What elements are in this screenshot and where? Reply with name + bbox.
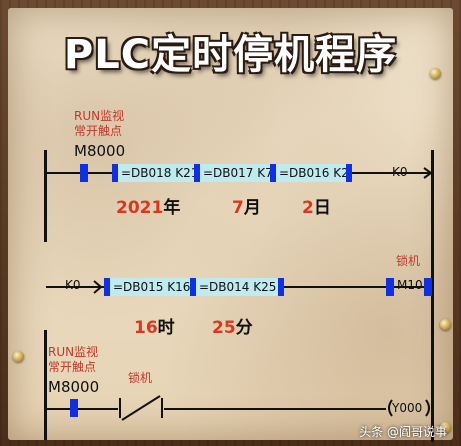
coil-marker: [424, 278, 432, 296]
pin-icon: [430, 68, 441, 79]
time-hour: 16时: [134, 318, 175, 338]
date-year: 2021年: [116, 198, 181, 218]
left-power-rail: [44, 150, 47, 242]
normally-open-contact: [70, 399, 78, 417]
left-power-rail: [44, 330, 47, 440]
contact-description: RUN监视: [74, 109, 125, 123]
output-label: Y000: [392, 401, 423, 415]
arrow-head-icon: [93, 280, 103, 294]
contact-description: 常开触点: [48, 360, 97, 374]
arrow-head-icon: [423, 167, 433, 179]
pin-icon: [13, 351, 24, 362]
coil-address: M10: [397, 278, 423, 292]
date-day: 2日: [302, 198, 331, 218]
nc-contact-description: 锁机: [128, 371, 153, 385]
rung-wire: [164, 408, 386, 410]
date-month: 7月: [232, 198, 261, 218]
pin-icon: [440, 319, 451, 330]
time-minute: 25分: [212, 318, 253, 338]
compare-block: =DB018 K21: [112, 164, 202, 182]
watermark: 头条 @阎哥说事: [359, 425, 447, 439]
compare-block: =DB014 K25: [190, 278, 280, 296]
page-title: PLC定时停机程序: [63, 32, 398, 78]
contact-description: RUN监视: [48, 345, 99, 359]
coil-right-paren: [425, 399, 430, 417]
coil-description: 锁机: [396, 254, 421, 268]
rung-wire: [46, 408, 118, 410]
compare-block: =DB015 K16: [104, 278, 194, 296]
paper-sheet: [8, 8, 453, 440]
right-power-rail: [431, 150, 434, 442]
contact-address: M8000: [74, 142, 126, 160]
contact-description: 常开触点: [74, 124, 123, 138]
compare-block: =DB017 K7: [194, 164, 276, 182]
normally-open-contact: [80, 164, 88, 182]
pin-icon: [440, 422, 451, 433]
nc-contact-slash: [121, 395, 161, 421]
output-label: K0: [392, 165, 408, 179]
contact-address: M8000: [48, 378, 100, 396]
compare-end: [278, 278, 284, 296]
compare-end: [346, 164, 352, 182]
input-label: K0: [65, 278, 81, 292]
compare-block: =DB016 K2: [270, 164, 352, 182]
coil-left-paren: [388, 399, 393, 417]
coil-marker: [386, 278, 394, 296]
